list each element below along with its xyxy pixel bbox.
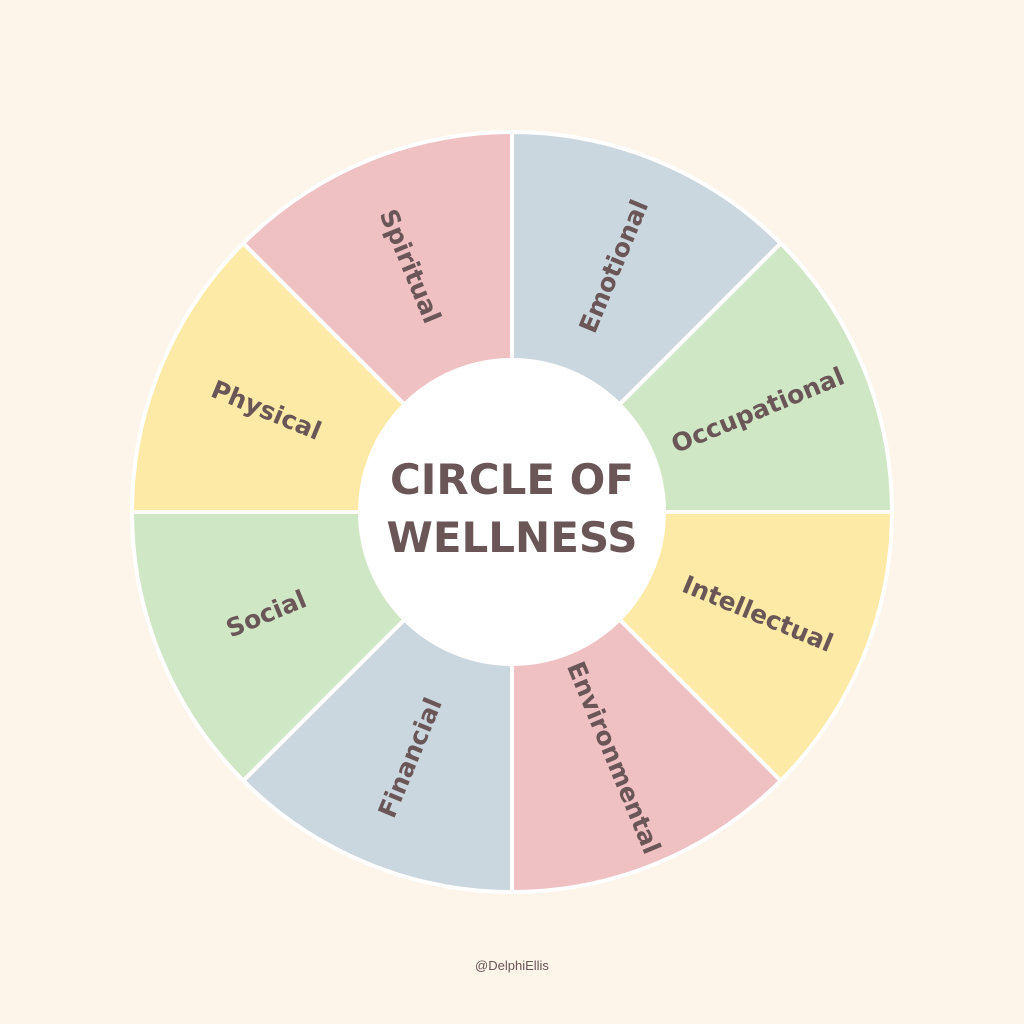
center-circle bbox=[360, 360, 664, 664]
title-line-1: CIRCLE OF bbox=[390, 455, 634, 504]
title-line-2: WELLNESS bbox=[387, 513, 638, 562]
credit-handle: @DelphiEllis bbox=[475, 958, 549, 973]
